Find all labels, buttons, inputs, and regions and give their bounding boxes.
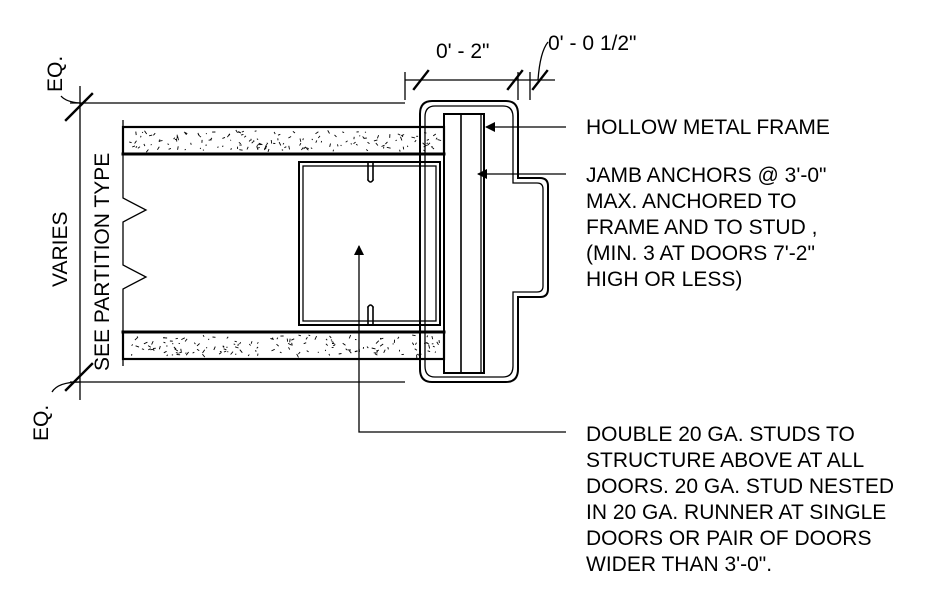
gypsum-board-top (121, 125, 446, 156)
metal-stud (298, 161, 441, 326)
break-line (122, 120, 148, 366)
hollow-metal-frame (419, 100, 549, 383)
wall-width-label: VARIES (49, 212, 72, 287)
dimension-top: 0' - 2" 0' - 0 1/2" (404, 32, 637, 100)
dimension-stud-offset: 0' - 2" (436, 40, 489, 63)
dimension-left: EQ. EQ. VARIES SEE PARTITION TYPE (30, 56, 114, 441)
dimension-frame-gap: 0' - 0 1/2" (548, 32, 637, 55)
eq-label-bottom: EQ. (30, 405, 53, 441)
eq-label-top: EQ. (44, 56, 67, 92)
gypsum-board-bottom (121, 330, 446, 361)
note-jamb-anchors: JAMB ANCHORS @ 3'-0" MAX. ANCHORED TO FR… (586, 164, 832, 291)
leader-studs (354, 245, 566, 433)
note-double-studs: DOUBLE 20 GA. STUDS TO STRUCTURE ABOVE A… (586, 423, 900, 576)
note-hollow-metal-frame: HOLLOW METAL FRAME (586, 116, 830, 139)
partition-type-label: SEE PARTITION TYPE (91, 153, 114, 371)
